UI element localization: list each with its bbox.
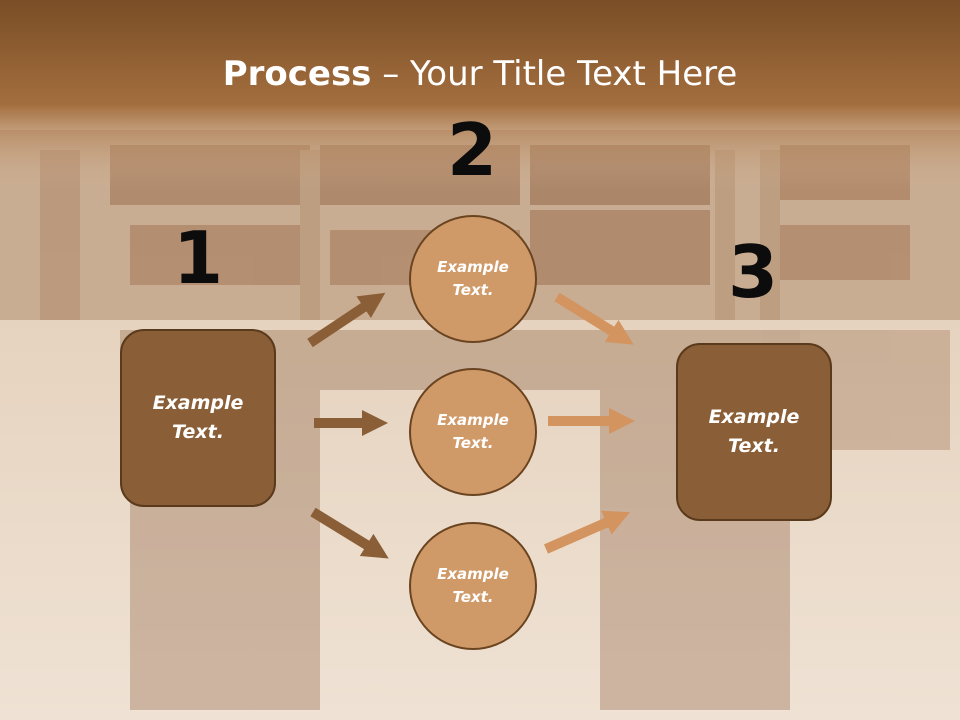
- arrow-1-to-2a: [307, 292, 386, 348]
- title-rest: – Your Title Text Here: [371, 54, 738, 94]
- slide-title: Process – Your Title Text Here: [0, 52, 960, 96]
- box-step-3-line1: Example: [708, 406, 800, 428]
- box-step-1-line1: Example: [152, 392, 244, 414]
- box-step-3-line2: Text.: [728, 435, 780, 457]
- arrow-2c-to-3: [543, 510, 631, 554]
- circle-step-2c: Example Text.: [409, 522, 537, 650]
- circle-2b-line2: Text.: [452, 434, 494, 452]
- box-step-3: Example Text.: [676, 343, 832, 521]
- circle-2c-line1: Example: [437, 565, 509, 583]
- circle-2a-line1: Example: [437, 258, 509, 276]
- box-step-1-line2: Text.: [172, 421, 224, 443]
- title-bold: Process: [222, 54, 372, 94]
- circle-step-2a: Example Text.: [409, 215, 537, 343]
- arrow-1-to-2c: [310, 507, 389, 559]
- circle-2a-line2: Text.: [452, 281, 494, 299]
- arrow-2a-to-3: [554, 292, 634, 345]
- circle-step-2b: Example Text.: [409, 368, 537, 496]
- step-number-3: 3: [727, 230, 779, 314]
- step-number-2: 2: [446, 108, 498, 192]
- circle-2c-line2: Text.: [452, 588, 494, 606]
- step-number-1: 1: [172, 216, 224, 300]
- circle-2b-line1: Example: [437, 411, 509, 429]
- box-step-1: Example Text.: [120, 329, 276, 507]
